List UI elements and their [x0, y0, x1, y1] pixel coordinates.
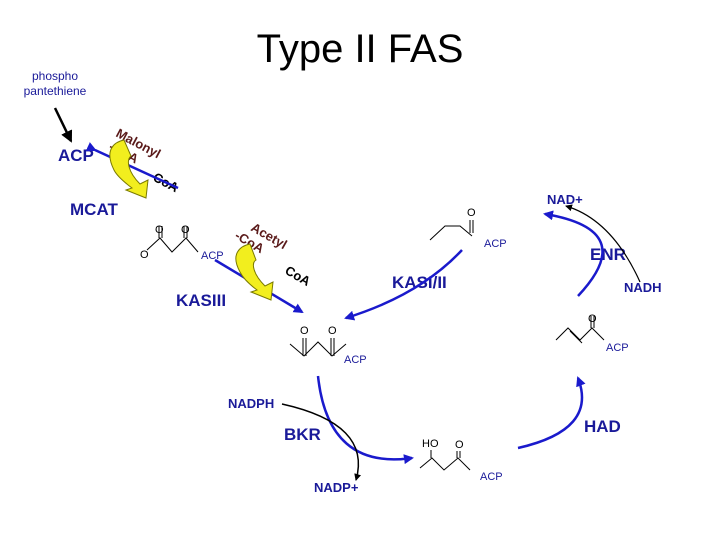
- enr-label: ENR: [590, 245, 626, 264]
- coa-mid-text: CoA: [283, 263, 314, 290]
- hydroxyacyl-o: O: [455, 439, 464, 451]
- phospho-label-line1: phospho: [32, 69, 78, 83]
- acp-label: ACP: [58, 146, 94, 165]
- kasiii-label: KASIII: [176, 291, 226, 310]
- hydroxyacyl-ho: HO: [422, 438, 439, 450]
- mcat-reaction-line: [85, 142, 179, 190]
- nadph-nadp-arrow: [281, 403, 362, 481]
- kasiii-curved-arrow: [235, 243, 274, 301]
- nadh-nad-arrow: [565, 204, 641, 283]
- nad-plus-label: NAD+: [547, 192, 583, 207]
- had-label: HAD: [584, 417, 621, 436]
- page-title: Type II FAS: [257, 27, 464, 71]
- enoyl-acp-o: O: [588, 313, 597, 325]
- kasi-ii-arrow: [344, 249, 463, 321]
- coa-mid-label: CoA: [283, 263, 314, 290]
- acetoacetyl-o1: O: [300, 325, 309, 337]
- acetoacetyl-o2: O: [328, 325, 337, 337]
- enoyl-acp-acp: ACP: [606, 342, 629, 354]
- nadh-label: NADH: [624, 280, 662, 295]
- acyl-acp-molecule: [429, 220, 474, 241]
- malonyl-acp-o2: O: [181, 224, 190, 236]
- acetoacetyl-acp-molecule: [289, 338, 347, 357]
- acetoacetyl-acp: ACP: [344, 354, 367, 366]
- phospho-label-line2: pantethiene: [24, 84, 87, 98]
- acyl-acp-o: O: [467, 207, 476, 219]
- bkr-arrow: [316, 375, 414, 465]
- hydroxyacyl-acp-molecule: [419, 450, 471, 471]
- nadp-plus-label: NADP+: [314, 480, 359, 495]
- enr-arrow: [543, 210, 604, 297]
- malonyl-acp-o3: O: [140, 249, 149, 261]
- phospho-arrow: [53, 107, 73, 143]
- enoyl-acp-molecule: [555, 316, 605, 344]
- kasi-ii-label: KASI/II: [392, 273, 447, 292]
- mcat-curved-arrow: [109, 139, 149, 199]
- malonyl-acp-o1: O: [155, 224, 164, 236]
- malonyl-acp-molecule: [146, 226, 199, 253]
- acyl-acp-acp: ACP: [484, 238, 507, 250]
- nadph-label: NADPH: [228, 396, 274, 411]
- mcat-label: MCAT: [70, 200, 118, 219]
- bkr-label: BKR: [284, 425, 321, 444]
- had-arrow: [517, 376, 586, 450]
- malonyl-acp-acp: ACP: [201, 250, 224, 262]
- hydroxyacyl-acp: ACP: [480, 471, 503, 483]
